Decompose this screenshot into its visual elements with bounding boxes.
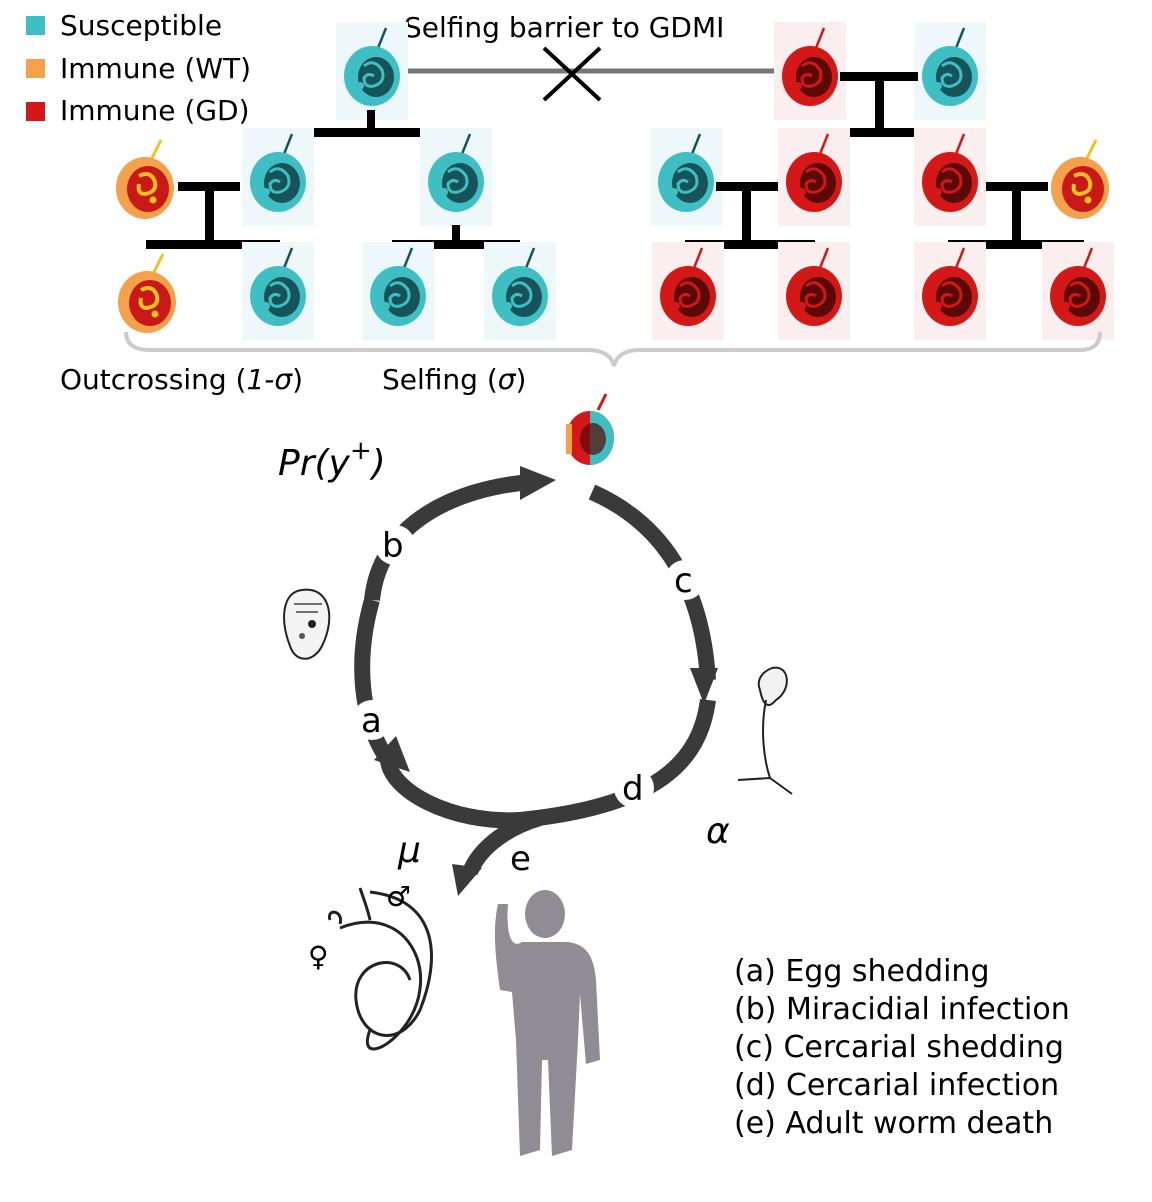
key-item: (b) Miracidial infection <box>734 992 1070 1027</box>
snail-susceptible-icon <box>418 126 494 228</box>
prob-label: Pr(y+) <box>278 436 386 484</box>
mixed-snail-icon <box>564 392 616 467</box>
step-e-label: e <box>510 839 531 879</box>
key-item: (c) Cercarial shedding <box>734 1030 1064 1065</box>
selfing-label: Selfing (σ) <box>382 363 526 396</box>
outcrossing-label: Outcrossing (1-σ) <box>60 363 303 396</box>
legend-label: Immune (WT) <box>60 52 251 85</box>
snail-gd-icon <box>650 240 726 342</box>
pedigree-connector <box>146 182 520 249</box>
snail-gd-icon <box>1040 240 1116 342</box>
pedigree-connector <box>810 72 953 137</box>
legend-item-immune-gd: Immune (GD) <box>26 94 250 127</box>
arrowhead-icon <box>452 864 482 896</box>
legend-item-susceptible: Susceptible <box>26 9 222 42</box>
cycle-arc-d <box>519 698 716 828</box>
step-c-label: c <box>674 561 693 601</box>
male-symbol: ♂ <box>386 880 411 913</box>
snail-gd-icon <box>776 240 852 342</box>
snail-gd-icon <box>776 126 852 228</box>
cross-icon <box>542 46 602 102</box>
miracidium-icon <box>283 588 331 660</box>
snail-susceptible-icon <box>912 20 988 122</box>
alpha-label: α <box>706 811 730 852</box>
step-key: (a) Egg shedding (b) Miracidial infectio… <box>734 954 1070 1141</box>
cycle-arc-e <box>462 810 543 876</box>
step-d-label: d <box>622 769 644 809</box>
snail-gd-icon <box>912 240 988 342</box>
key-item: (e) Adult worm death <box>734 1106 1053 1141</box>
arrowhead-icon <box>520 466 556 500</box>
pedigree-connector <box>685 182 1084 249</box>
female-symbol: ♀ <box>308 940 329 973</box>
step-b-label: b <box>382 526 404 566</box>
snail-wt-icon <box>1049 138 1111 221</box>
snail-susceptible-icon <box>360 240 436 342</box>
snail-susceptible-icon <box>334 20 410 122</box>
swatch-susceptible <box>26 16 45 35</box>
selfing-barrier: Selfing barrier to GDMI <box>404 11 775 102</box>
cycle-arc-c <box>588 484 716 681</box>
snail-wt-icon <box>114 138 176 221</box>
key-item: (d) Cercarial infection <box>734 1068 1059 1103</box>
right-pedigree <box>648 20 1116 342</box>
adult-worm-pair-icon <box>327 887 433 1051</box>
arrowhead-icon <box>690 668 718 704</box>
cycle-arc-b <box>364 474 531 602</box>
left-pedigree <box>114 20 558 342</box>
snail-susceptible-icon <box>240 126 316 228</box>
legend-label: Immune (GD) <box>60 94 250 127</box>
snail-susceptible-icon <box>648 126 724 228</box>
snail-gd-icon <box>772 20 848 122</box>
barrier-label: Selfing barrier to GDMI <box>404 11 724 44</box>
life-cycle: a b c d e Pr(y+) α μ ♀ <box>278 392 793 1156</box>
swatch-immune-gd <box>26 102 45 121</box>
mu-label: μ <box>397 830 421 871</box>
curly-brace <box>124 331 1102 367</box>
cercaria-icon <box>737 666 793 795</box>
human-silhouette-icon <box>494 890 600 1156</box>
swatch-immune-wt <box>26 59 45 78</box>
snail-wt-icon <box>116 252 178 335</box>
legend-item-immune-wt: Immune (WT) <box>26 52 251 85</box>
legend-label: Susceptible <box>60 9 222 42</box>
snail-susceptible-icon <box>240 240 316 342</box>
step-a-label: a <box>361 701 382 741</box>
key-item: (a) Egg shedding <box>734 954 989 989</box>
legend: Susceptible Immune (WT) Immune (GD) <box>26 9 251 127</box>
arrowhead-icon <box>374 736 410 772</box>
snail-gd-icon <box>912 126 988 228</box>
snail-susceptible-icon <box>482 240 558 342</box>
pedigree-connector <box>270 110 458 137</box>
